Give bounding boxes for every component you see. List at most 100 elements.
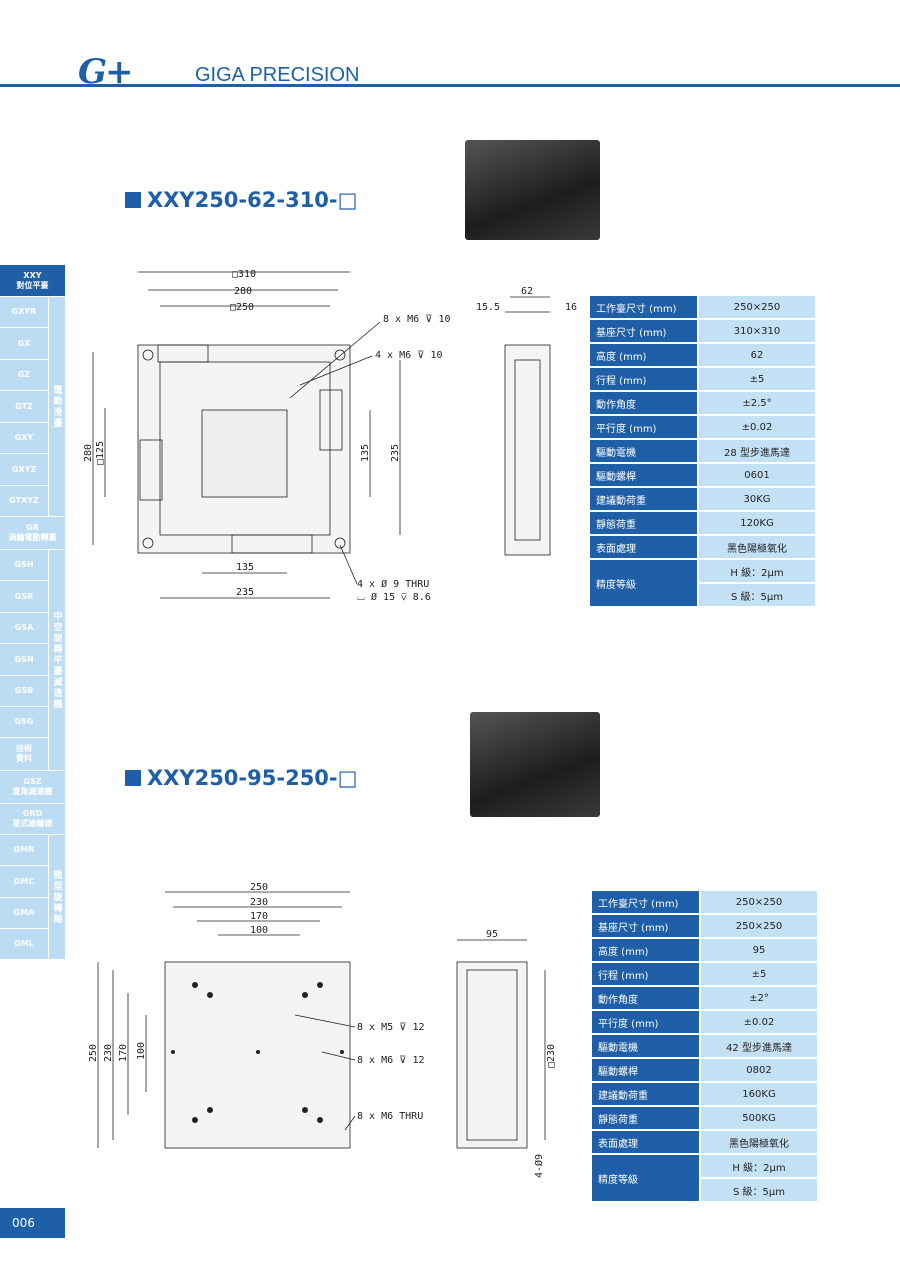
dimension-label: 135 — [360, 444, 371, 462]
spec-row: 基座尺寸 (mm)250×250 — [592, 915, 817, 937]
spec-value: 28 型步進馬達 — [697, 440, 815, 462]
spec-value: 120KG — [697, 512, 815, 534]
dimension-label: 4 x M6 ⊽ 10 — [375, 350, 443, 361]
sidebar-item-gmc[interactable]: GMC — [0, 866, 48, 898]
sidebar-item-gml[interactable]: GML — [0, 929, 48, 960]
spec-label: 驅動電機 — [592, 1035, 699, 1057]
spec-label: 行程 (mm) — [592, 963, 699, 985]
dimension-label: 8 x M6 ⊽ 10 — [383, 314, 451, 325]
sidebar-item-gz[interactable]: GZ — [0, 360, 48, 391]
spec-value: 62 — [697, 344, 815, 366]
brand-name: GIGA PRECISION — [195, 64, 360, 86]
spec-value: ±5 — [697, 368, 815, 390]
sidebar-item-gtxyz[interactable]: GTXYZ — [0, 486, 48, 517]
sidebar-item-gxyz[interactable]: GXYZ — [0, 454, 48, 486]
spec-row: 表面處理黑色陽極氧化 — [590, 536, 815, 558]
sidebar-item-gr[interactable]: GR 渦輪電動轉臺 — [0, 517, 65, 550]
dimension-label: 170 — [250, 911, 268, 922]
spec-label: 驅動螺桿 — [592, 1059, 699, 1081]
spec-value: S 級：5μm — [697, 584, 815, 606]
spec-value: 42 型步進馬達 — [699, 1035, 817, 1057]
sidebar-item-gxyr[interactable]: GXYR — [0, 297, 48, 328]
spec-value: 500KG — [699, 1107, 817, 1129]
dimension-label: 100 — [250, 925, 268, 936]
spec-row: 動作角度±2.5° — [590, 392, 815, 414]
sidebar-item-gsh[interactable]: GSH — [0, 550, 48, 581]
spec-label: 平行度 (mm) — [590, 416, 697, 438]
spec-value: 30KG — [697, 488, 815, 510]
sidebar-item-gsn[interactable]: GSN — [0, 644, 48, 676]
spec-row: 高度 (mm)62 — [590, 344, 815, 366]
sidebar-item-gsb[interactable]: GSB — [0, 676, 48, 707]
bullet-square-icon — [125, 192, 141, 208]
spec-label: 精度等級 — [592, 1155, 699, 1201]
page-number: 006 — [0, 1208, 65, 1238]
spec-label: 工作臺尺寸 (mm) — [590, 296, 697, 318]
dimension-label: 280 — [234, 286, 252, 297]
bullet-square-icon — [125, 770, 141, 786]
dimension-label: 95 — [486, 929, 498, 940]
dimension-label: □250 — [230, 302, 254, 313]
spec-label: 精度等級 — [590, 560, 697, 606]
dimension-label: 235 — [236, 587, 254, 598]
dimension-label: □230 — [546, 1044, 557, 1068]
sidebar-item-gsa[interactable]: GSA — [0, 613, 48, 644]
dimension-label: 100 — [136, 1042, 147, 1060]
sidebar-item-gma[interactable]: GMA — [0, 898, 48, 929]
sidebar-item-gx[interactable]: GX — [0, 328, 48, 360]
spec-label: 基座尺寸 (mm) — [590, 320, 697, 342]
spec-label: 工作臺尺寸 (mm) — [592, 891, 699, 913]
sidebar-item-gtz[interactable]: GTZ — [0, 391, 48, 423]
sidebar-item-gsz[interactable]: GSZ 直角減速機 — [0, 771, 65, 804]
spec-value: 310×310 — [697, 320, 815, 342]
sidebar-item-gmr[interactable]: GMR — [0, 835, 48, 866]
spec-value: H 級：2μm — [697, 560, 815, 582]
sidebar-item-gxy[interactable]: GXY — [0, 423, 48, 454]
dimension-label: 135 — [236, 562, 254, 573]
dimension-label: 230 — [103, 1044, 114, 1062]
spec-row: 平行度 (mm)±0.02 — [590, 416, 815, 438]
sidebar-item-gsr[interactable]: GSR — [0, 581, 48, 613]
spec-value: ±5 — [699, 963, 817, 985]
sidebar-item-技術[interactable]: 技術 資料 — [0, 738, 48, 771]
spec-label: 靜態荷重 — [590, 512, 697, 534]
spec-row: 工作臺尺寸 (mm)250×250 — [592, 891, 817, 913]
spec-label: 高度 (mm) — [592, 939, 699, 961]
product-photo-1 — [465, 140, 600, 240]
spec-label: 驅動螺桿 — [590, 464, 697, 486]
dimension-label: 170 — [118, 1044, 129, 1062]
drawing-top-view-2: 250 230 170 100 250 230 170 100 8 x M5 ⊽… — [88, 882, 425, 1149]
spec-row: 平行度 (mm)±0.02 — [592, 1011, 817, 1033]
product-title-text: XXY250-95-250-□ — [147, 766, 358, 790]
spec-label: 高度 (mm) — [590, 344, 697, 366]
spec-value: ±0.02 — [697, 416, 815, 438]
spec-label: 表面處理 — [592, 1131, 699, 1153]
spec-value: H 級：2μm — [699, 1155, 817, 1177]
spec-label: 表面處理 — [590, 536, 697, 558]
spec-label: 行程 (mm) — [590, 368, 697, 390]
spec-label: 平行度 (mm) — [592, 1011, 699, 1033]
brand-logo: G+ — [78, 52, 134, 92]
spec-label: 基座尺寸 (mm) — [592, 915, 699, 937]
dimension-label: 4-Ø9 — [533, 1154, 545, 1178]
sidebar-item-xxy[interactable]: XXY 對位平臺 — [0, 265, 65, 297]
sidebar-item-grd[interactable]: GRD 星式齒輪箱 — [0, 804, 65, 835]
spec-value: S 級：5μm — [699, 1179, 817, 1201]
spec-value: ±2.5° — [697, 392, 815, 414]
dimension-label: 280 — [83, 444, 94, 462]
product-title-1: XXY250-62-310-□ — [125, 188, 357, 212]
spec-value: ±0.02 — [699, 1011, 817, 1033]
sidebar-group-label: 電動滑臺 — [48, 297, 65, 517]
spec-value: 250×250 — [699, 891, 817, 913]
dimension-label: 62 — [521, 286, 533, 297]
spec-row: 高度 (mm)95 — [592, 939, 817, 961]
dimension-label: 230 — [250, 897, 268, 908]
spec-row: 動作角度±2° — [592, 987, 817, 1009]
sidebar-item-gsg[interactable]: GSG — [0, 707, 48, 738]
